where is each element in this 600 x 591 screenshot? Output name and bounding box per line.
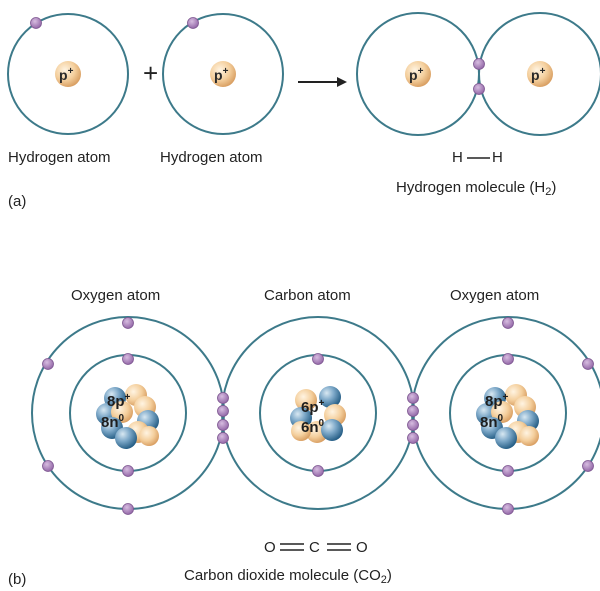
- h2-left-proton: [405, 61, 431, 87]
- electron: [582, 460, 594, 472]
- carbon-proton-count: 6p+: [301, 398, 325, 416]
- shared-electron: [407, 405, 419, 417]
- hydrogen-2-orbit: [162, 13, 284, 135]
- panel-b-letter: (b): [8, 571, 27, 588]
- shared-electron: [407, 419, 419, 431]
- panel-a-letter: (a): [8, 193, 27, 210]
- panel-a: p+ + p+ p+ p+: [7, 12, 600, 159]
- hydrogen-atom-2: p+: [162, 13, 284, 135]
- nucleon: [519, 426, 539, 446]
- nucleon: [111, 401, 133, 423]
- nucleon: [319, 386, 341, 408]
- hydrogen-2-proton-label: p+: [214, 66, 229, 83]
- h2-right-proton: [527, 61, 553, 87]
- co2-molecule-label: Carbon dioxide molecule (CO2): [184, 567, 392, 586]
- h2-right-proton-label: p+: [531, 66, 546, 83]
- shared-electron: [217, 392, 229, 404]
- electron: [502, 353, 514, 365]
- electron: [582, 358, 594, 370]
- hydrogen-2-electron: [187, 17, 199, 29]
- nucleon: [491, 401, 513, 423]
- co2-formula-o1: O: [264, 539, 276, 556]
- hydrogen-1-proton: [55, 61, 81, 87]
- hydrogen-molecule-label: Hydrogen molecule (H2): [396, 179, 557, 198]
- oxygen-left-nucleus: 8p+ 8n0: [96, 384, 159, 449]
- electron: [122, 465, 134, 477]
- oxygen-left-label: Oxygen atom: [71, 287, 161, 304]
- hydrogen-atom-1-label: Hydrogen atom: [8, 149, 111, 166]
- electron: [312, 465, 324, 477]
- electron: [502, 317, 514, 329]
- electron: [502, 503, 514, 515]
- nucleon: [495, 427, 517, 449]
- panel-b: 8p+ 8n0 6p+ 6n0 8p+: [31, 316, 600, 551]
- oxygen-left-neutron-count: 8n0: [101, 413, 125, 431]
- electron: [122, 317, 134, 329]
- nucleon: [139, 426, 159, 446]
- shared-electron: [407, 392, 419, 404]
- h2-shared-electron-1: [473, 58, 485, 70]
- oxygen-right-neutron-count: 8n0: [480, 413, 504, 431]
- plus-sign: +: [143, 58, 158, 88]
- electron: [312, 353, 324, 365]
- co2-formula-o2: O: [356, 539, 368, 556]
- nucleon: [295, 389, 317, 411]
- oxygen-left-proton-count: 8p+: [107, 392, 131, 410]
- co2-double-bonds: [280, 543, 351, 551]
- hydrogen-atom-2-label: Hydrogen atom: [160, 149, 263, 166]
- electron: [42, 460, 54, 472]
- hydrogen-1-proton-label: p+: [59, 66, 74, 83]
- hydrogen-1-orbit: [7, 13, 129, 135]
- electron: [42, 358, 54, 370]
- hydrogen-atom-1: p+: [7, 13, 129, 135]
- carbon-label: Carbon atom: [264, 287, 351, 304]
- h2-left-proton-label: p+: [409, 66, 424, 83]
- hydrogen-2-proton: [210, 61, 236, 87]
- oxygen-right-label: Oxygen atom: [450, 287, 540, 304]
- panel-b-electrons: [42, 317, 594, 515]
- co2-formula-c: C: [309, 539, 320, 556]
- nucleon: [291, 421, 311, 441]
- nucleon: [321, 419, 343, 441]
- oxygen-right-nucleus: 8p+ 8n0: [476, 384, 539, 449]
- carbon-neutron-count: 6n0: [301, 418, 325, 436]
- nucleon: [115, 427, 137, 449]
- hydrogen-1-electron: [30, 17, 42, 29]
- carbon-nucleus: 6p+ 6n0: [290, 386, 346, 443]
- h2-formula-left: H: [452, 149, 463, 166]
- h2-right-orbit: [478, 12, 600, 136]
- shared-electron: [217, 432, 229, 444]
- hydrogen-molecule: p+ p+: [356, 12, 600, 136]
- shared-electron: [217, 405, 229, 417]
- electron: [122, 503, 134, 515]
- oxygen-right-proton-count: 8p+: [485, 392, 509, 410]
- shared-electron: [407, 432, 419, 444]
- shared-electron: [217, 419, 229, 431]
- h2-formula-right: H: [492, 149, 503, 166]
- h2-shared-electron-2: [473, 83, 485, 95]
- electron: [502, 465, 514, 477]
- electron: [122, 353, 134, 365]
